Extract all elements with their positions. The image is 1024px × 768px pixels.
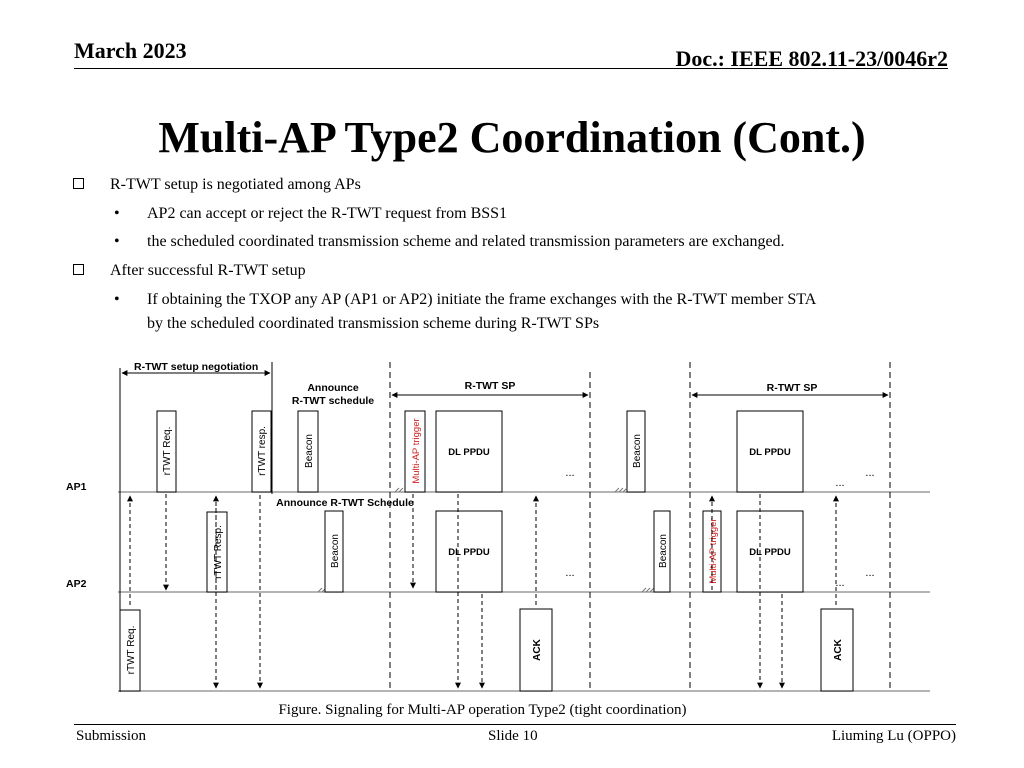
dl-ppdu-frame: [736, 410, 804, 493]
square-bullet-icon: [73, 178, 84, 189]
footer-slide-number: Slide 10: [488, 728, 538, 744]
bullet-text: R-TWT setup is negotiated among APs: [110, 176, 361, 193]
ellipsis: ...: [565, 567, 574, 579]
rtwt-req-label: rTWT Req.: [162, 427, 173, 476]
hatch-mark: [394, 487, 404, 493]
ap2-label: AP2: [66, 578, 87, 590]
sub-bullet-text: the scheduled coordinated transmission s…: [147, 233, 785, 250]
sp2-label: R-TWT SP: [767, 382, 818, 394]
sub-bullet-text: AP2 can accept or reject the R-TWT reque…: [147, 205, 508, 222]
rtwt-resp-frame: [206, 511, 228, 593]
setup-negotiation-label: R-TWT setup negotiation: [134, 361, 258, 373]
beacon-frame: [653, 510, 671, 593]
sub-bullet-text: by the scheduled coordinated transmissio…: [147, 315, 600, 332]
ellipsis: ...: [865, 567, 874, 579]
dl-ppdu-label: DL PPDU: [749, 547, 791, 558]
multi-ap-trigger-label: Multi-AP trigger: [708, 518, 719, 583]
signal-arrows: [127, 494, 839, 689]
footer-divider: [74, 724, 956, 725]
ellipsis: ...: [865, 467, 874, 479]
dl-ppdu-frame: [736, 510, 804, 593]
ellipsis: ...: [835, 577, 844, 589]
rtwt-resp-label: rTWT Resp.: [213, 525, 224, 579]
ellipsis: ...: [835, 477, 844, 489]
sub-bullet-text: If obtaining the TXOP any AP (AP1 or AP2…: [147, 291, 817, 308]
beacon-label: Beacon: [632, 434, 643, 468]
dl-ppdu-frame: [435, 410, 503, 493]
bullet-dot-icon: •: [114, 291, 120, 308]
beacon-frame: [626, 410, 646, 493]
rtwt-resp-label: rTWT resp.: [257, 426, 268, 476]
figure-caption: Figure. Signaling for Multi-AP operation…: [278, 702, 687, 718]
bullet-dot-icon: •: [114, 205, 120, 222]
hatch-mark: [614, 487, 628, 493]
beacon-label: Beacon: [304, 434, 315, 468]
beacon-label: Beacon: [658, 534, 669, 568]
ack-label: ACK: [833, 638, 844, 660]
header-doc-id: Doc.: IEEE 802.11-23/0046r2: [675, 46, 948, 71]
header-date: March 2023: [74, 38, 187, 63]
beacon-frame: [297, 410, 319, 493]
hatch-mark: [641, 587, 655, 593]
beacon-frame: [324, 510, 344, 593]
ack-label: ACK: [532, 638, 543, 660]
bullet-dot-icon: •: [114, 233, 120, 250]
announce-schedule-label: Announce R-TWT Schedule: [276, 497, 414, 509]
header-divider: [74, 68, 948, 69]
ellipsis: ...: [565, 467, 574, 479]
dl-ppdu-label: DL PPDU: [749, 447, 791, 458]
rtwt-req-frame: [119, 609, 141, 692]
slide-title: Multi-AP Type2 Coordination (Cont.): [158, 113, 866, 162]
square-bullet-icon: [73, 264, 84, 275]
announce-label: Announce: [307, 382, 358, 394]
multi-ap-trigger-label: Multi-AP trigger: [411, 418, 422, 483]
sp1-label: R-TWT SP: [465, 380, 516, 392]
dl-ppdu-label: DL PPDU: [448, 447, 490, 458]
footer-submission: Submission: [76, 728, 147, 744]
announce-label: R-TWT schedule: [292, 395, 374, 407]
rtwt-req-frame: [156, 410, 177, 493]
rtwt-resp-frame: [251, 410, 272, 493]
bullet-text: After successful R-TWT setup: [110, 262, 306, 279]
dl-ppdu-label: DL PPDU: [448, 547, 490, 558]
beacon-label: Beacon: [330, 534, 341, 568]
multi-ap-trigger-frame: [404, 410, 426, 493]
dl-ppdu-frame: [435, 510, 503, 593]
ack-frame: [519, 608, 553, 692]
footer-author: Liuming Lu (OPPO): [831, 728, 956, 744]
rtwt-req-label: rTWT Req.: [126, 626, 137, 675]
ap1-label: AP1: [66, 481, 87, 493]
ack-frame: [820, 608, 854, 692]
